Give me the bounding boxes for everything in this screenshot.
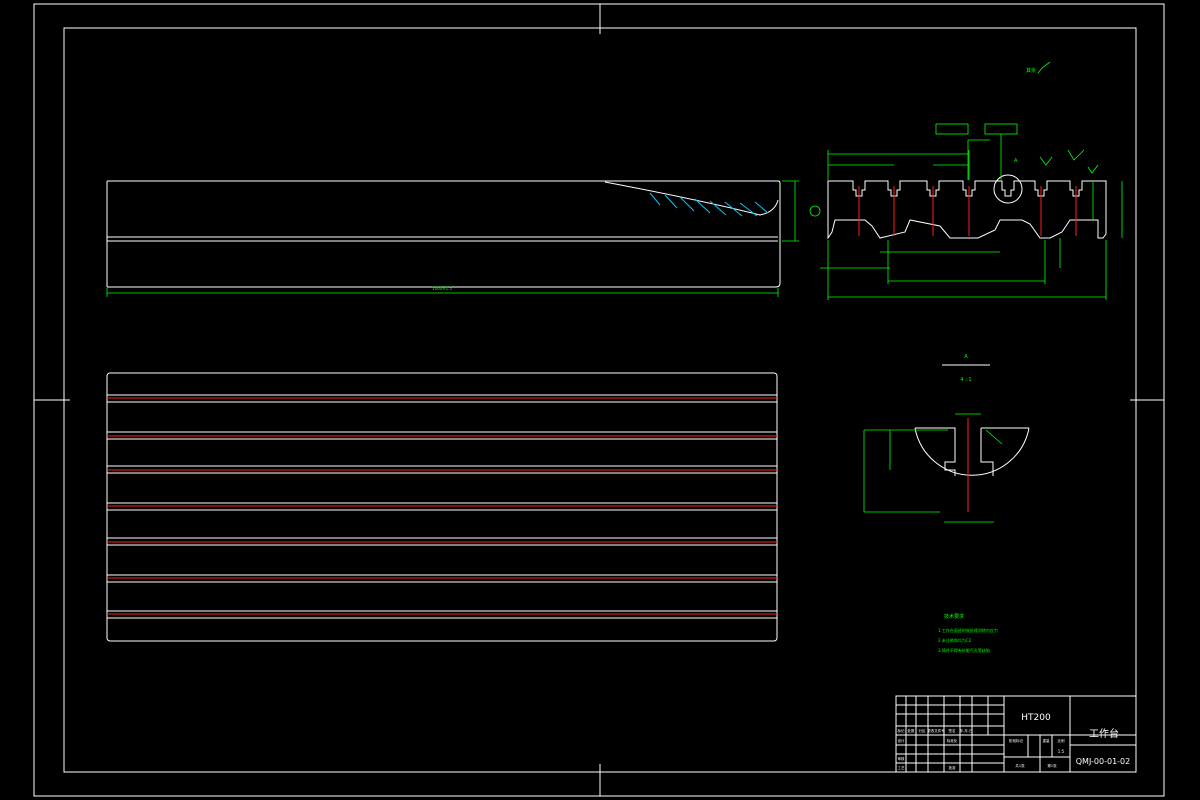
technical-requirements: 技术要求 1.工作台面经时效处理消除内应力 2.未注倒角均为C2 3.铸件不得有… <box>938 613 998 653</box>
part-name: 工作台 <box>1089 727 1119 740</box>
tech-req-title: 技术要求 <box>944 613 964 620</box>
stage-header: 比例 <box>1058 738 1066 743</box>
tech-req-item: 1.工作台面经时效处理消除内应力 <box>938 627 998 633</box>
section-label: A <box>1014 158 1018 164</box>
section-marker <box>809 205 821 217</box>
sheet-total: 共1张 <box>1015 763 1025 768</box>
top-view <box>106 372 778 642</box>
drawing-number: QMJ-00-01-02 <box>1076 757 1130 766</box>
detail-scale: 4 : 1 <box>960 377 971 383</box>
side-section-view: 其余 A <box>809 61 1123 300</box>
section-hatch <box>649 192 769 217</box>
sheet-current: 第1张 <box>1047 763 1057 768</box>
title-block: HT200 工作台 QMJ-00-01-02 1:5 标记 处数 分区 更改文件… <box>895 695 1137 773</box>
front-view: 1000±1.5 <box>106 180 799 297</box>
scale-value: 1:5 <box>1058 749 1065 754</box>
tech-req-item: 2.未注倒角均为C2 <box>938 637 972 643</box>
detail-callout-circle <box>993 174 1023 204</box>
header-label: 签名 <box>949 728 956 733</box>
detail-view: A 4 : 1 <box>863 354 1030 523</box>
row-label: 工艺 <box>898 765 906 770</box>
material-label: HT200 <box>1021 713 1051 723</box>
tech-req-item: 3.铸件不得有砂眼气孔等缺陷 <box>938 647 990 653</box>
row-label: 设计 <box>898 738 906 743</box>
header-label: 处数 <box>908 728 916 733</box>
roughness-note: 其余 <box>1026 67 1036 74</box>
detail-label: A <box>964 354 968 360</box>
row-label: 审核 <box>898 756 906 761</box>
sheet-border <box>33 3 1165 797</box>
header-label: 标记 <box>898 728 906 733</box>
standardize-label: 标准化 <box>947 738 958 743</box>
header-label: 年.月.日 <box>960 728 973 733</box>
approve-label: 批准 <box>949 765 957 770</box>
stage-header: 重量 <box>1043 738 1051 743</box>
stage-header: 阶段标记 <box>1009 738 1023 743</box>
header-label: 分区 <box>919 728 927 733</box>
header-label: 更改文件号 <box>927 728 945 733</box>
length-dimension: 1000±1.5 <box>432 286 452 291</box>
